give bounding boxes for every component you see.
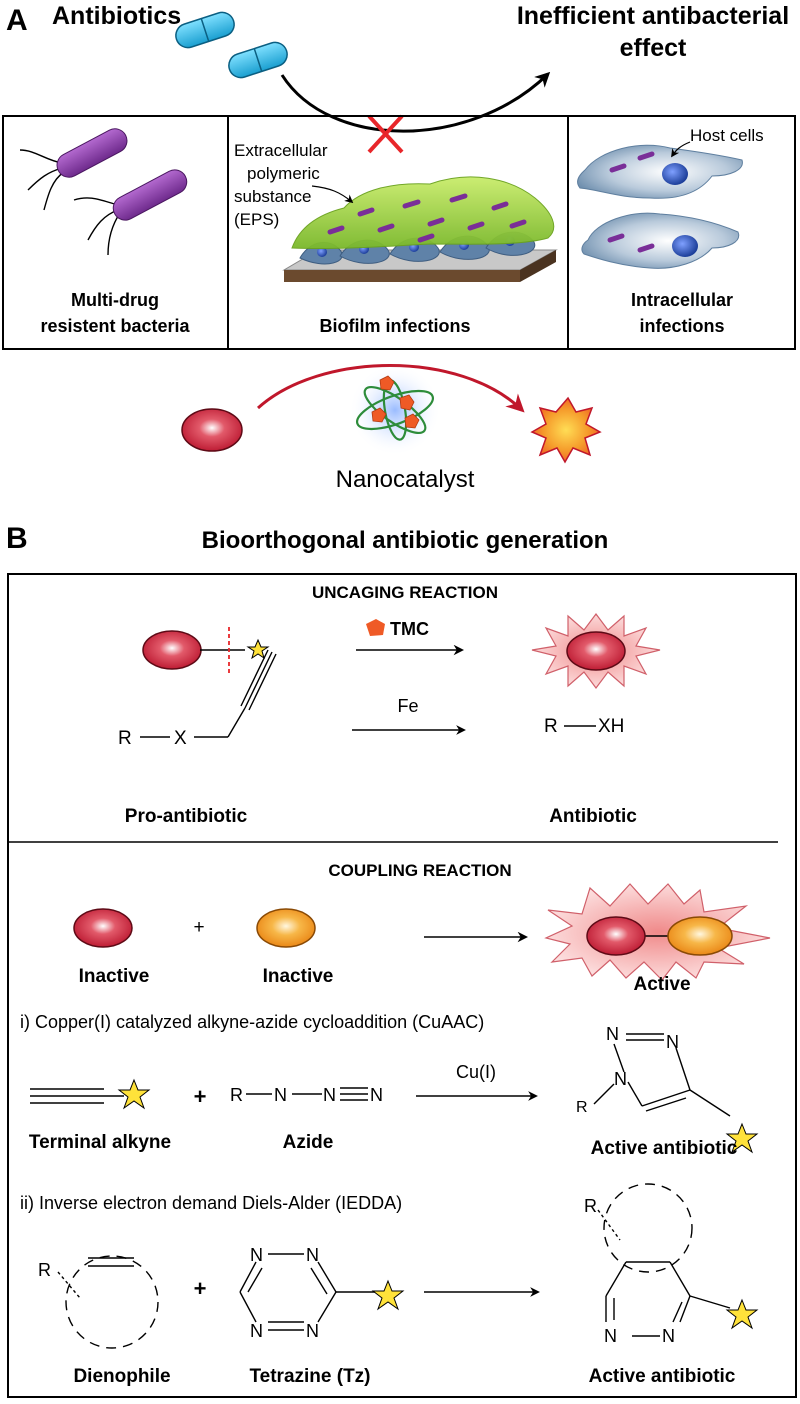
active-antibiotic-label-1: Active antibiotic <box>591 1138 738 1159</box>
x-label: X <box>174 728 187 749</box>
inactive-label-2: Inactive <box>263 966 334 987</box>
eps-label-line3: substance <box>234 187 312 206</box>
box3-label-line2: infections <box>639 316 724 336</box>
panel-a-letter: A <box>6 4 28 37</box>
cu-label: Cu(I) <box>456 1062 496 1082</box>
panel-b-frame <box>7 573 797 1398</box>
triazole-n3: N <box>614 1069 627 1089</box>
coupled-active-burst <box>544 883 771 981</box>
active-label: Active <box>633 974 690 995</box>
tz-n1: N <box>250 1245 263 1265</box>
panel-b-title: Bioorthogonal antibiotic generation <box>202 527 609 554</box>
xh-label: XH <box>598 716 624 737</box>
tetrazine-structure <box>239 1253 405 1331</box>
terminal-alkyne-label: Terminal alkyne <box>29 1132 171 1153</box>
azide-n2: N <box>323 1085 336 1105</box>
nanocatalyst-label: Nanocatalyst <box>336 466 475 493</box>
eps-pointer <box>311 185 354 204</box>
tz-n2: N <box>306 1245 319 1265</box>
r-label-product: R <box>544 716 558 737</box>
antibiotic-label: Antibiotic <box>549 806 637 827</box>
azide-n1: N <box>274 1085 287 1105</box>
tz-n4: N <box>306 1321 319 1341</box>
active-burst-small <box>530 396 602 464</box>
biofilm-illustration <box>282 176 558 282</box>
box2-label: Biofilm infections <box>319 316 470 336</box>
iedda-plus: + <box>194 1276 207 1301</box>
nanocatalyst-icon <box>349 364 441 456</box>
product-r: R <box>584 1196 597 1216</box>
dienophile-r: R <box>38 1260 51 1280</box>
eps-label-line2: polymeric <box>247 164 320 183</box>
dihydropyridazine-structure <box>597 1183 759 1337</box>
coupling-title: COUPLING REACTION <box>328 861 511 880</box>
antibiotics-label: Antibiotics <box>52 2 181 30</box>
host-cells-label: Host cells <box>690 126 764 145</box>
fe-label: Fe <box>397 696 418 716</box>
azide-n3: N <box>370 1085 383 1105</box>
active-antibiotic-label-2: Active antibiotic <box>589 1366 736 1387</box>
box3-label-line1: Intracellular <box>631 290 733 310</box>
triazole-r: R <box>576 1099 588 1116</box>
effect-label-line1: Inefficient antibacterial <box>517 2 789 30</box>
host-cells-pointer <box>671 141 691 158</box>
host-cells-illustration <box>577 144 743 269</box>
coupling-plus: + <box>193 917 204 938</box>
azide-structure <box>246 1087 368 1101</box>
triazole-n2: N <box>666 1032 679 1052</box>
eps-label-line1: Extracellular <box>234 141 328 160</box>
inactive-orange-ellipse <box>256 908 316 948</box>
tmc-label: TMC <box>390 619 429 639</box>
product-n1: N <box>604 1326 617 1346</box>
iedda-title: ii) Inverse electron demand Diels-Alder … <box>20 1193 402 1213</box>
box1-label-line1: Multi-drug <box>71 290 159 310</box>
azide-r: R <box>230 1085 243 1105</box>
terminal-alkyne-structure <box>30 1078 151 1110</box>
r-label-reactant: R <box>118 728 132 749</box>
triazole-n1: N <box>606 1024 619 1044</box>
box1-label-line2: resistent bacteria <box>40 316 190 336</box>
tz-n3: N <box>250 1321 263 1341</box>
cuaac-plus: + <box>194 1084 207 1109</box>
tetrazine-label: Tetrazine (Tz) <box>249 1366 370 1387</box>
tmc-catalyst-icon <box>366 619 385 636</box>
effect-label-line2: effect <box>620 34 687 62</box>
triazole-structure <box>593 1033 759 1154</box>
dienophile-structure <box>57 1255 159 1349</box>
panel-a-boxes <box>2 115 796 350</box>
propargyl-structure <box>140 649 277 738</box>
blocked-arrow <box>280 71 551 133</box>
pro-drug-ellipse <box>181 408 243 452</box>
panel-b-letter: B <box>6 522 28 555</box>
caged-prodrug-icon <box>142 627 270 673</box>
product-n2: N <box>662 1326 675 1346</box>
azide-label: Azide <box>283 1132 334 1153</box>
dienophile-label: Dienophile <box>73 1366 170 1387</box>
bacteria-illustration <box>19 128 188 256</box>
inactive-red-ellipse <box>73 908 133 948</box>
pro-antibiotic-label: Pro-antibiotic <box>125 806 248 827</box>
antibiotic-capsules <box>175 11 288 79</box>
uncaged-active-burst <box>531 613 661 689</box>
red-cross-icon <box>367 114 404 154</box>
uncaging-title: UNCAGING REACTION <box>312 583 498 602</box>
cuaac-title: i) Copper(I) catalyzed alkyne-azide cycl… <box>20 1012 484 1032</box>
inactive-label-1: Inactive <box>79 966 150 987</box>
eps-label-line4: (EPS) <box>234 210 279 229</box>
